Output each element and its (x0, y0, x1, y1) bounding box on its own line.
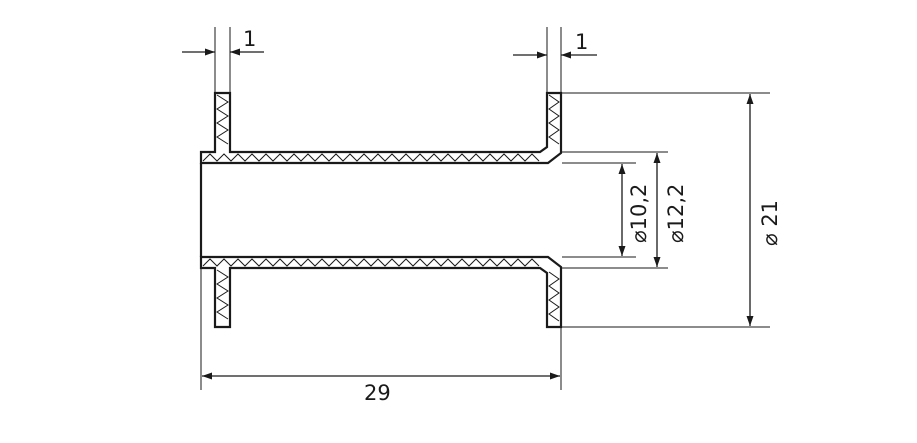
dimension-overall-length: 29 (200, 258, 562, 405)
right-flange-thickness-label: 1 (575, 30, 588, 54)
bobbin-part (199, 91, 563, 329)
hatch-strip (216, 269, 229, 320)
section-hatching (202, 94, 560, 322)
outer-tube-diameter-label: ⌀12,2 (664, 184, 688, 243)
hatch-strip (202, 258, 540, 267)
overall-length-label: 29 (364, 381, 391, 405)
upper-wall-section (199, 91, 563, 165)
dimension-inner-diameter: ⌀10,2 (562, 162, 651, 258)
hatch-strip (548, 271, 560, 322)
dimension-flange-diameter: ⌀ 21 (562, 92, 782, 328)
dimension-right-flange-thickness: 1 (513, 27, 597, 92)
hatch-strip (202, 153, 540, 162)
lower-wall-section (199, 255, 563, 329)
hatch-strip (548, 94, 560, 145)
flange-diameter-label: ⌀ 21 (758, 200, 782, 246)
left-flange-thickness-label: 1 (243, 27, 256, 51)
dimension-outer-tube-diameter: ⌀12,2 (562, 151, 688, 269)
hatch-strip (216, 94, 229, 145)
inner-diameter-label: ⌀10,2 (627, 184, 651, 243)
dimension-left-flange-thickness: 1 (182, 27, 264, 92)
